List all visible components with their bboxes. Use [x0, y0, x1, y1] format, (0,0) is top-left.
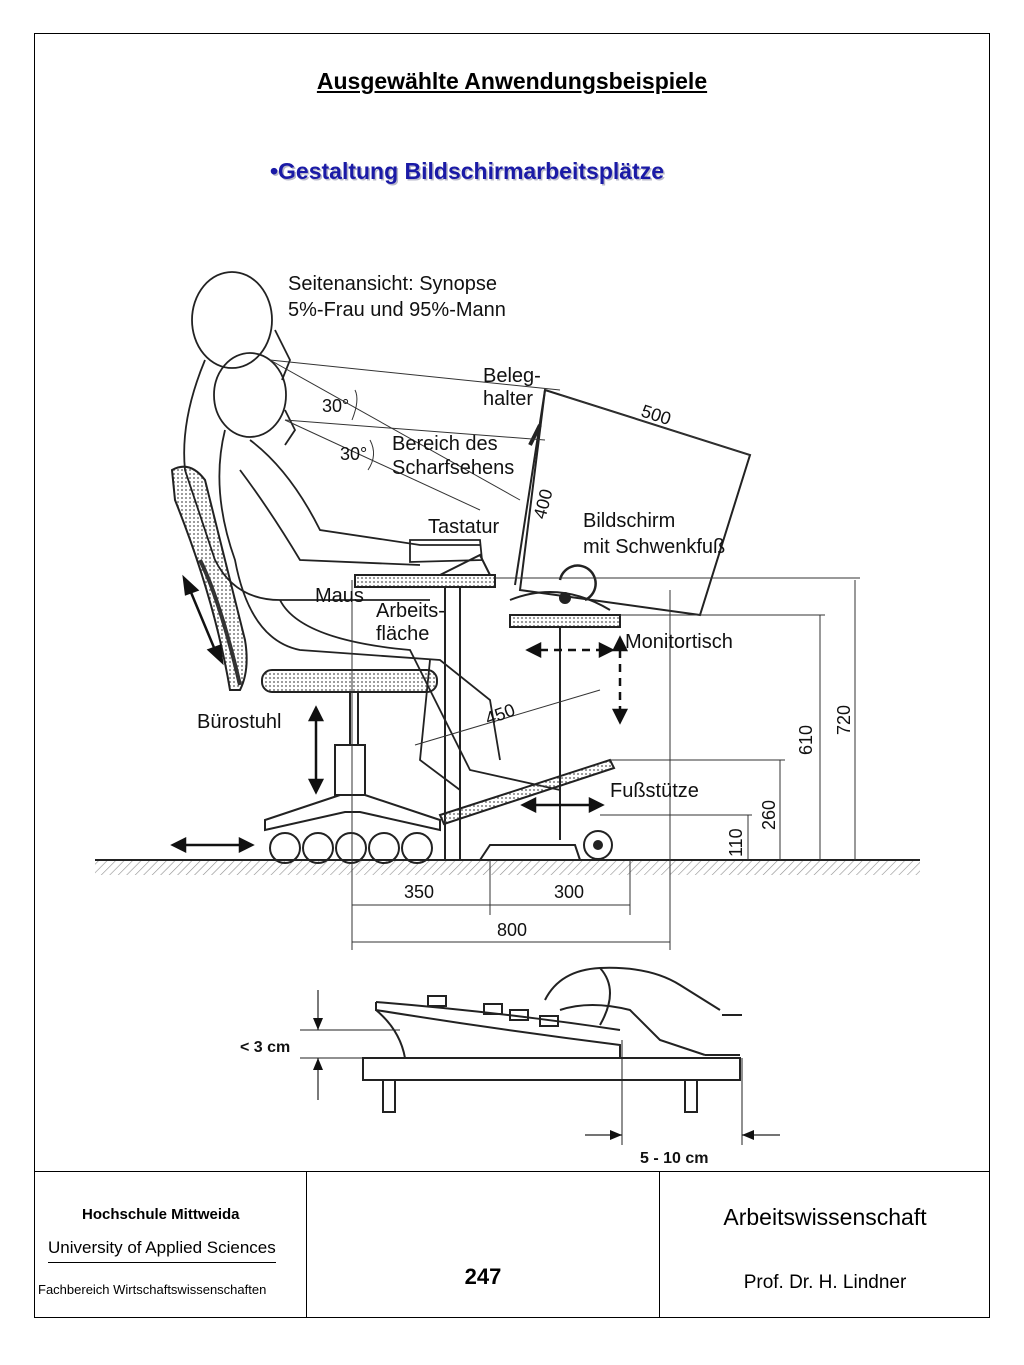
page-title: Ausgewählte Anwendungsbeispiele [316, 68, 708, 94]
sight-lines [269, 359, 561, 511]
caption-line-1: Seitenansicht: Synopse [288, 273, 497, 295]
label-bildschirm-2: mit Schwenkfuß [583, 536, 725, 558]
page-subtitle: •Gestaltung Bildschirmarbeitsplätze [0, 158, 1024, 185]
keyboard-height-label: < 3 cm [240, 1039, 290, 1056]
dim-500: 500 [639, 401, 674, 429]
page-frame [34, 33, 990, 1318]
keyboard-dimension-arrows [313, 1018, 754, 1140]
workstation-diagram: Seitenansicht: Synopse 5%-Frau und 95%-M… [95, 271, 920, 1167]
label-tastatur: Tastatur [428, 516, 499, 538]
dim-800: 800 [497, 920, 527, 940]
floor [95, 859, 920, 875]
label-bereich-2: Scharfsehens [392, 457, 514, 479]
dim-260: 260 [759, 800, 779, 830]
label-beleg-1: Beleg- [483, 365, 541, 387]
course-title: Arbeitswissenschaft [723, 1204, 927, 1230]
angle-upper-label: 30° [322, 396, 349, 416]
label-arbeits-2: fläche [376, 623, 429, 645]
dim-720: 720 [834, 705, 854, 735]
school-english-name: University of Applied Sciences [48, 1238, 276, 1263]
dim-400: 400 [530, 487, 557, 521]
label-bildschirm-1: Bildschirm [583, 510, 675, 532]
professor-name: Prof. Dr. H. Lindner [743, 1272, 907, 1293]
adjustment-arrows [170, 574, 629, 854]
dimension-lines [351, 394, 860, 950]
footer-page: 247 [307, 1172, 660, 1318]
label-maus: Maus [315, 585, 364, 607]
angle-lower-label: 30° [340, 444, 367, 464]
dim-110: 110 [726, 828, 746, 857]
label-fussstuetze: Fußstütze [610, 780, 699, 802]
label-beleg-2: halter [483, 388, 533, 410]
school-name: Hochschule Mittweida [82, 1206, 240, 1223]
subtitle-text: •Gestaltung Bildschirmarbeitsplätze [269, 158, 665, 184]
caption-line-2: 5%-Frau und 95%-Mann [288, 299, 506, 321]
dim-450: 450 [483, 700, 518, 729]
page-number: 247 [464, 1264, 502, 1289]
keyboard-detail [300, 966, 780, 1145]
dim-350: 350 [404, 882, 434, 902]
label-bereich-1: Bereich des [392, 433, 498, 455]
department-name: Fachbereich Wirtschaftswissenschaften [38, 1282, 267, 1297]
footer: Hochschule Mittweida University of Appli… [34, 1171, 990, 1318]
office-chair [170, 465, 441, 864]
desk [354, 553, 621, 861]
dim-610: 610 [796, 725, 816, 755]
person-outlines [183, 271, 561, 791]
label-monitortisch: Monitortisch [625, 631, 733, 653]
footrest [438, 758, 616, 826]
footer-course: Arbeitswissenschaft Prof. Dr. H. Lindner [660, 1172, 990, 1318]
label-buerostuhl: Bürostuhl [197, 711, 282, 733]
footer-institution: Hochschule Mittweida University of Appli… [34, 1172, 307, 1318]
label-arbeits-1: Arbeits- [376, 600, 445, 622]
dim-300: 300 [554, 882, 584, 902]
keyboard-depth-label: 5 - 10 cm [640, 1150, 708, 1167]
